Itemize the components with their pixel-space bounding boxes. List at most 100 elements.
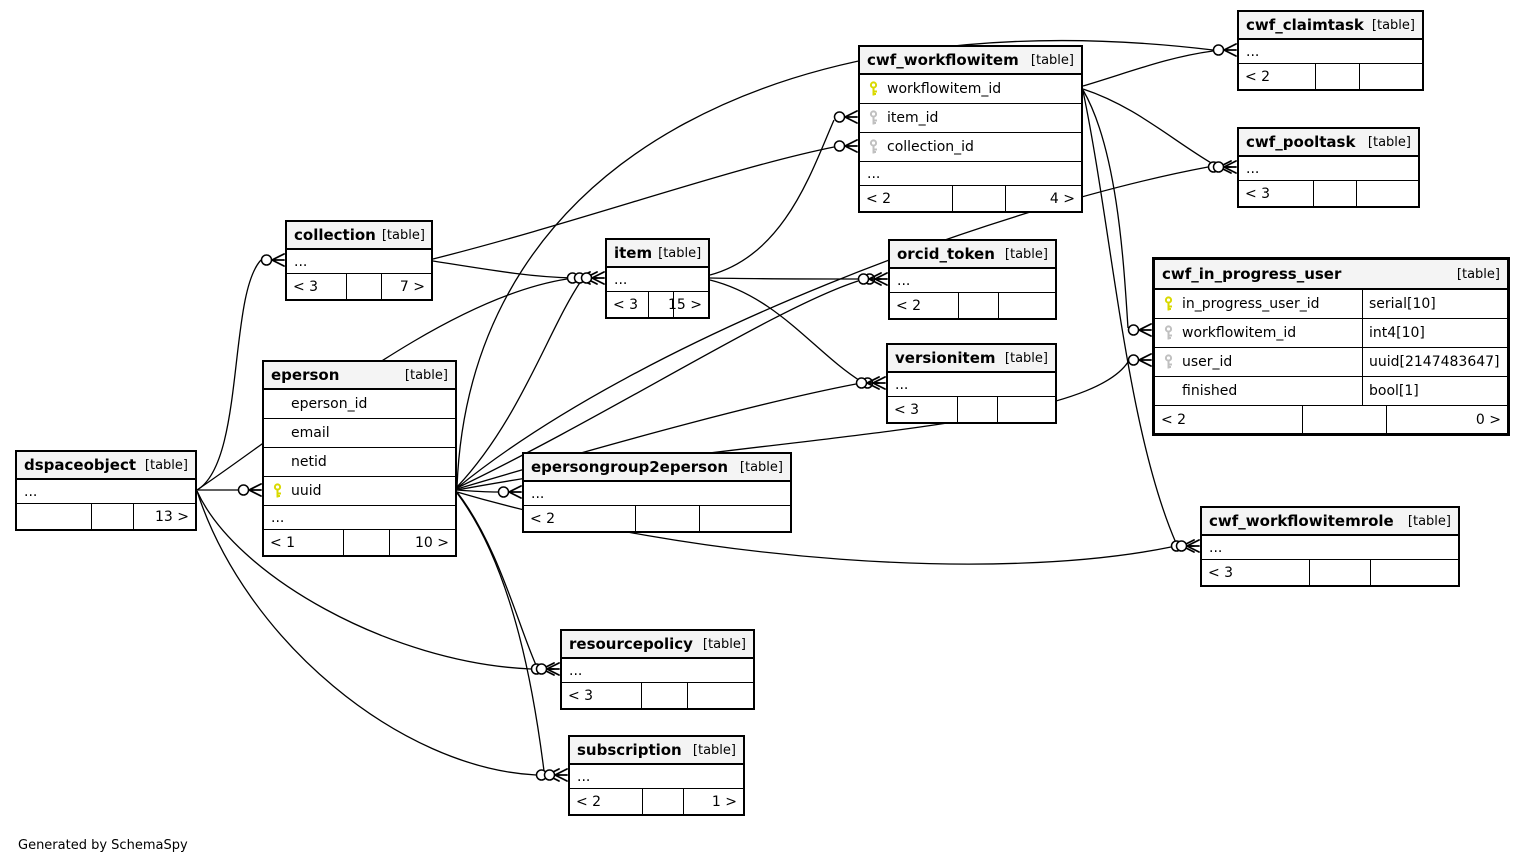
- table-footer: < 2: [524, 506, 790, 531]
- child-count: 4 >: [1049, 190, 1075, 207]
- table-type-tag: [table]: [739, 459, 783, 475]
- column-row: item_id: [860, 104, 1081, 133]
- table-name: dspaceobject: [24, 456, 137, 474]
- relationship-eperson-to-subscription: [456, 492, 545, 772]
- relationship-cwf_workflowitem-to-cwf_pooltask: [1082, 88, 1214, 165]
- table-header: eperson [table]: [264, 362, 455, 390]
- table-box-cwf_claimtask[interactable]: cwf_claimtask[table]...< 2: [1237, 10, 1424, 91]
- key-icon-slot: [1162, 354, 1175, 370]
- crow-foot-connector-resourcepolicy: [535, 662, 560, 676]
- table-name: resourcepolicy: [569, 635, 693, 653]
- hidden-columns-row: ...: [562, 659, 753, 683]
- relationship-eperson-to-orcid_token: [456, 280, 859, 489]
- relationship-item-to-orcid_token: [709, 277, 865, 280]
- child-count: 1 >: [711, 793, 737, 810]
- generator-note: Generated by SchemaSpy: [18, 838, 188, 853]
- hidden-columns-row: ...: [1239, 40, 1422, 64]
- crow-foot-connector-epersongroup2eperson: [497, 485, 522, 499]
- table-type-tag: [table]: [658, 245, 702, 261]
- primary-key-icon: [273, 483, 282, 498]
- child-count: 15 >: [667, 296, 702, 313]
- column-type: uuid[2147483647]: [1362, 348, 1507, 376]
- column-row: email: [264, 419, 455, 448]
- column-row: eperson_id: [264, 390, 455, 419]
- child-count: [998, 397, 1055, 422]
- table-name: collection: [294, 226, 376, 244]
- relationship-cwf_workflowitem-to-cwf_in_progress_user: [1082, 89, 1129, 329]
- table-type-tag: [table]: [1004, 246, 1048, 262]
- hidden-columns-row: ...: [264, 506, 455, 530]
- crow-foot-connector-collection: [260, 253, 285, 267]
- table-type-tag: [table]: [381, 227, 425, 243]
- hidden-columns-row: ...: [524, 482, 790, 506]
- crow-foot-connector-eperson: [237, 483, 262, 497]
- footer-spacer: [636, 506, 700, 531]
- relationship-collection-to-cwf_workflowitem: [432, 146, 835, 260]
- table-name: eperson: [271, 366, 340, 384]
- relationship-item-to-versionitem: [709, 279, 863, 383]
- relationship-item-to-cwf_workflowitem: [709, 119, 835, 276]
- table-box-dspaceobject[interactable]: dspaceobject[table]...13 >: [15, 450, 197, 531]
- parent-count: < 2: [524, 506, 636, 531]
- key-icon-slot: [1162, 296, 1175, 312]
- hidden-columns-row: ...: [607, 268, 708, 292]
- table-header: dspaceobject [table]: [17, 452, 195, 480]
- child-count: [999, 293, 1055, 318]
- table-box-resourcepolicy[interactable]: resourcepolicy[table]...< 3: [560, 629, 755, 710]
- table-type-tag: [table]: [1367, 134, 1411, 150]
- table-box-cwf_in_progress_user[interactable]: cwf_in_progress_user[table]in_progress_u…: [1152, 257, 1510, 436]
- footer-spacer: [1310, 560, 1371, 585]
- table-name: cwf_workflowitemrole: [1209, 512, 1394, 530]
- column-name: netid: [291, 454, 327, 470]
- table-header: cwf_workflowitem[table]: [860, 47, 1081, 75]
- parent-count: < 2: [860, 186, 953, 211]
- primary-key-icon: [1164, 296, 1173, 311]
- table-type-tag: [table]: [144, 457, 188, 473]
- foreign-key-icon: [1164, 325, 1173, 340]
- table-type-tag: [table]: [404, 367, 448, 383]
- table-name: cwf_pooltask: [1246, 133, 1356, 151]
- column-row: uuid: [264, 477, 455, 506]
- footer-spacer: [649, 292, 674, 317]
- column-name: workflowitem_id: [887, 81, 1002, 97]
- relationship-eperson-to-item: [456, 280, 582, 488]
- parent-count: < 2: [1239, 64, 1316, 89]
- relationship-eperson-to-epersongroup2eperson: [456, 489, 499, 493]
- table-box-orcid_token[interactable]: orcid_token[table]...< 2: [888, 239, 1057, 320]
- relationship-collection-to-item: [432, 260, 575, 279]
- column-name: uuid: [291, 483, 322, 499]
- column-name: workflowitem_id: [1182, 325, 1297, 341]
- hidden-columns-row: ...: [1202, 536, 1458, 560]
- column-type: serial[10]: [1362, 290, 1507, 318]
- foreign-key-icon: [869, 139, 878, 154]
- table-header: cwf_in_progress_user[table]: [1155, 260, 1507, 290]
- crow-foot-connector-orcid_token: [857, 272, 882, 286]
- table-box-epersongroup2eperson[interactable]: epersongroup2eperson [table]...< 2: [522, 452, 792, 533]
- table-name: orcid_token: [897, 245, 995, 263]
- table-footer: < 2 4 >: [860, 186, 1081, 211]
- table-footer: < 2: [1239, 64, 1422, 89]
- key-icon-slot: [271, 483, 284, 499]
- relationship-dspaceobject-to-collection: [196, 259, 262, 491]
- table-box-versionitem[interactable]: versionitem[table]...< 3: [886, 343, 1057, 424]
- table-header: resourcepolicy [table]: [562, 631, 753, 659]
- table-box-cwf_pooltask[interactable]: cwf_pooltask[table]...< 3: [1237, 127, 1420, 208]
- table-box-cwf_workflowitemrole[interactable]: cwf_workflowitemrole[table]...< 3: [1200, 506, 1460, 587]
- table-type-tag: [table]: [702, 636, 746, 652]
- relationship-cwf_workflowitem-to-cwf_claimtask: [1082, 50, 1214, 87]
- column-row: workflowitem_id: [860, 75, 1081, 104]
- footer-spacer: [344, 530, 391, 555]
- table-name: epersongroup2eperson: [531, 458, 729, 476]
